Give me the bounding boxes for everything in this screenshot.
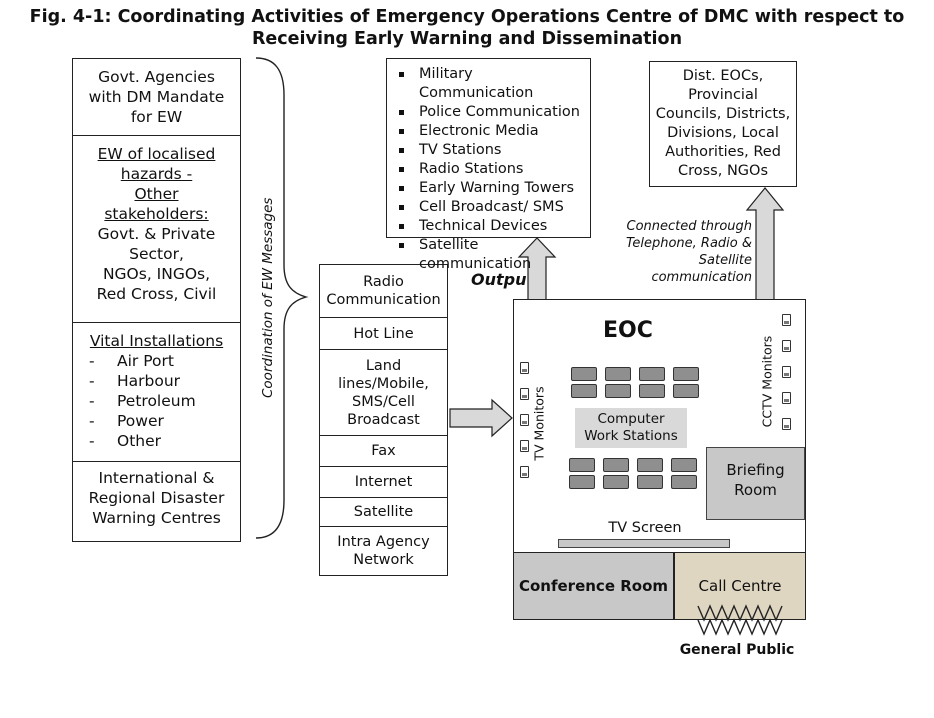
cctv-monitor-icon [782,340,791,352]
workstation-desk [571,384,597,398]
channels-to-eoc-arrow [449,398,513,438]
media-item: TV Stations [395,141,586,160]
media-item: Radio Stations [395,160,586,179]
source-localised-hazards: EW of localised hazards - Other stakehol… [72,136,241,323]
workstation-desk [639,367,665,381]
media-item: Satellite communication [395,236,586,274]
media-item: Electronic Media [395,122,586,141]
general-public-label: General Public [679,642,795,658]
media-item: Police Communication [395,103,586,122]
media-item: Early Warning Towers [395,179,586,198]
source-localised-heading: EW of localised [97,145,216,163]
workstation-desk [569,458,595,472]
workstation-desk [637,475,663,489]
figure-title-line2: Receiving Early Warning and Disseminatio… [251,29,683,49]
workstation-desk [603,475,629,489]
workstation-desk [605,367,631,381]
workstation-desk [569,475,595,489]
vital-item: -Air Port [89,352,174,370]
dissemination-media-list: Military Communication Police Communicat… [386,58,591,272]
media-item: Cell Broadcast/ SMS [395,198,586,217]
call-centre-zigzag-icon [697,604,783,636]
workstation-desk [671,458,697,472]
workstation-desk [637,458,663,472]
workstation-desk [673,384,699,398]
workstation-desk [671,475,697,489]
source-localised-line: Sector, [129,245,184,263]
tv-screen-label: TV Screen [608,520,682,536]
tv-monitor-icon [520,362,529,374]
channel-hot-line: Hot Line [319,318,448,350]
source-localised-line: NGOs, INGOs, [102,265,211,283]
source-localised-heading: hazards - [120,165,193,183]
workstation-desk [673,367,699,381]
cctv-monitors-label: CCTV Monitors [759,335,775,428]
source-localised-heading: stakeholders: [104,205,209,223]
vital-item: -Harbour [89,372,181,390]
district-arrow [745,187,785,301]
cctv-monitor-icon [782,314,791,326]
source-localised-line: Govt. & Private [97,225,216,243]
vital-installations-heading: Vital Installations [89,332,224,350]
workstation-desk [603,458,629,472]
channel-satellite: Satellite [319,498,448,527]
output-label: Outpu [471,270,527,289]
media-item: Military Communication [395,65,586,103]
media-item: Technical Devices [395,217,586,236]
vital-item: -Other [89,432,162,450]
eoc-title: EOC [603,318,653,343]
tv-monitors-label: TV Monitors [531,386,547,461]
tv-monitor-icon [520,440,529,452]
source-international-centres: International & Regional Disaster Warnin… [72,462,241,542]
workstation-desk [571,367,597,381]
output-arrow [517,237,557,301]
source-govt-line: for EW [130,108,183,126]
channel-fax: Fax [319,436,448,467]
source-localised-heading: Other [134,185,179,203]
tv-monitor-icon [520,388,529,400]
tv-screen-bar [558,539,730,548]
source-govt-line: with DM Mandate [88,88,225,106]
workstation-desk [605,384,631,398]
source-govt-line: Govt. Agencies [98,68,215,86]
vital-item: -Petroleum [89,392,196,410]
tv-monitor-icon [520,466,529,478]
source-localised-line: Red Cross, Civil [96,285,217,303]
cctv-monitor-icon [782,392,791,404]
tv-monitor-icon [520,414,529,426]
source-international-line: Regional Disaster [88,489,225,507]
conference-room: Conference Room [513,552,674,620]
workstation-desk [639,384,665,398]
coordination-brace [255,57,309,539]
figure-title-line1: Fig. 4-1: Coordinating Activities of Eme… [29,7,905,27]
source-international-line: International & [98,469,215,487]
source-govt-agencies: Govt. Agencies with DM Mandate for EW [72,58,241,136]
source-international-line: Warning Centres [92,509,221,527]
vital-item: -Power [89,412,164,430]
source-vital-installations: Vital Installations -Air Port -Harbour -… [72,323,241,462]
cctv-monitor-icon [782,418,791,430]
channel-internet: Internet [319,467,448,498]
cctv-monitor-icon [782,366,791,378]
